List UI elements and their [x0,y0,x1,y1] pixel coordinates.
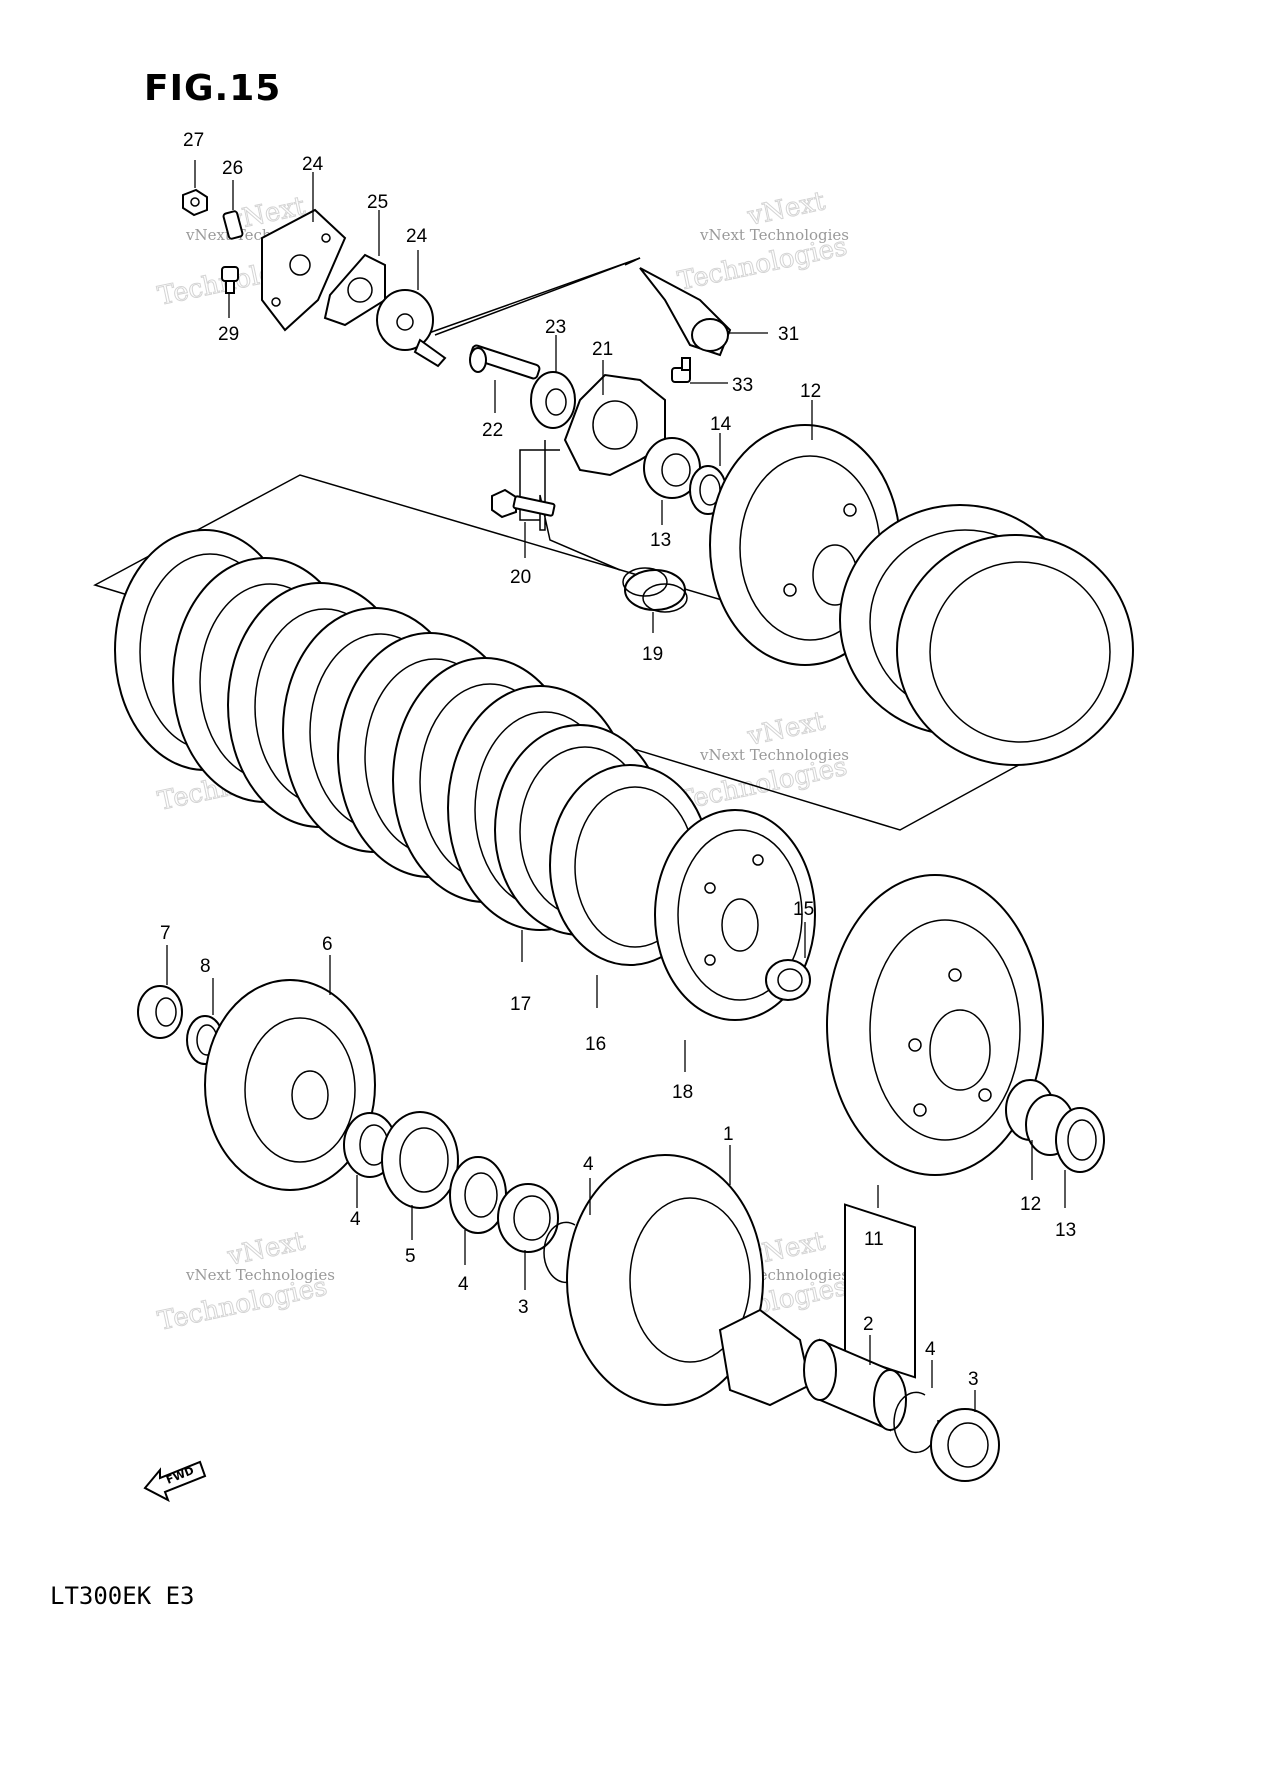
forward-direction-arrow: FWD [143,1460,207,1503]
callout-label: 7 [160,923,171,944]
callout-label: 22 [482,420,503,441]
part-32-release-arm [639,267,732,357]
part-25-bearing [530,371,576,429]
callout-label: 12 [800,381,821,402]
callout-label: 4 [583,1154,594,1175]
assembly-bracket-line [519,449,560,521]
callout-label: 2 [863,1314,874,1335]
callout-label: 23 [545,317,566,338]
part-3-needle-bearing [930,1408,1000,1482]
assembly-bracket-line [394,257,641,346]
callout-label: 21 [592,339,613,360]
figure-title: FIG.15 [144,68,282,109]
model-code: LT300EK E3 [50,1582,195,1610]
callout-label: 12 [1020,1194,1041,1215]
callout-label: 18 [672,1082,693,1103]
part-1-clutch-drum [566,1154,812,1407]
callout-label: 6 [322,934,333,955]
part-24-pushrod [469,344,541,380]
callout-label: 24 [302,154,324,175]
part-27-cam [376,289,447,368]
callout-label: 13 [650,530,671,551]
part-2-collar [803,1338,907,1432]
part-7-one-way-clutch [381,1111,459,1209]
part-11-primary-driven-gear [826,874,1044,1379]
part-15-bush [643,437,701,499]
callout-label: 13 [1055,1220,1076,1241]
part-26-cover-plate [261,208,347,332]
callout-label: 20 [510,567,531,588]
callout-numbers: 27 26 24 25 24 29 31 33 23 21 22 14 12 1… [160,130,1076,1390]
clutch-plate-right [839,504,1134,766]
callout-label: 26 [222,158,243,179]
callout-label: 17 [510,994,531,1015]
part-8-clutch-shoe [204,979,376,1191]
callout-label: 25 [367,192,388,213]
callout-label: 11 [864,1229,884,1250]
callout-label: 4 [350,1209,361,1230]
part-29-stud [222,210,244,240]
part-22-bolt [491,488,556,519]
part-21-spring [622,567,688,613]
callout-label: 3 [968,1369,979,1390]
callout-label: 14 [710,414,732,435]
callout-label: 8 [200,956,211,977]
callout-label: 4 [925,1339,936,1360]
callout-label: 4 [458,1274,469,1295]
callout-label: 33 [732,375,753,396]
callout-label: 24 [406,226,428,247]
part-33-bolt [671,357,691,383]
watermark-text: vNext Technologies [699,746,849,764]
callout-label: 29 [218,324,239,345]
part-13-washer [1055,1107,1105,1173]
part-3-needle-bearing [497,1183,559,1253]
callout-label: 27 [183,130,204,151]
part-9-nut [137,985,183,1039]
part-12-spacer [1005,1079,1075,1156]
callout-label: 31 [778,324,799,345]
part-30-nut [182,188,208,217]
callout-label: 1 [723,1124,734,1145]
watermark-text: vNext Technologies [185,1266,335,1284]
part-31-bolt [221,266,239,294]
part-17-washer [765,959,811,1001]
callout-label: 19 [642,644,663,665]
callout-label: 5 [405,1246,416,1267]
callout-label: 3 [518,1297,529,1318]
callout-label: 16 [585,1034,606,1055]
watermark-text: vNext Technologies [699,226,849,244]
leader-lines [166,160,1066,1412]
callout-label: 15 [793,899,814,920]
